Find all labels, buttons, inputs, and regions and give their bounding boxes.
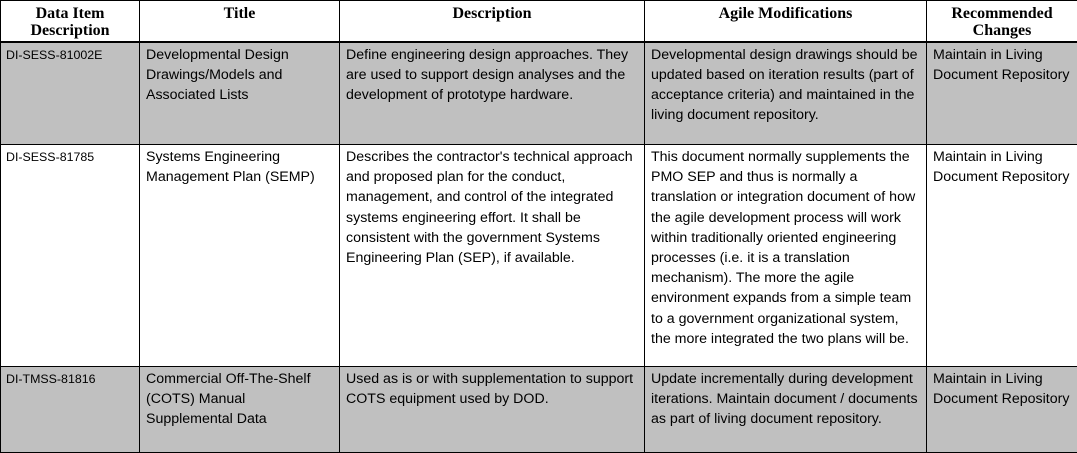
data-item-cell: DI-SESS-81002E xyxy=(1,42,140,145)
header-agile-modifications: Agile Modifications xyxy=(645,1,927,42)
header-data-item-description: Data Item Description xyxy=(1,1,140,42)
recommended-changes-cell: Maintain in Living Document Repository xyxy=(927,42,1077,145)
table-row: DI-SESS-81785 Systems Engineering Manage… xyxy=(1,145,1077,367)
agile-modifications-cell: Update incrementally during development … xyxy=(645,367,927,453)
title-cell: Systems Engineering Management Plan (SEM… xyxy=(140,145,340,367)
description-cell: Used as is or with supplementation to su… xyxy=(340,367,645,453)
description-cell: Describes the contractor's technical app… xyxy=(340,145,645,367)
table-row: DI-TMSS-81816 Commercial Off-The-Shelf (… xyxy=(1,367,1077,453)
header-title: Title xyxy=(140,1,340,42)
title-cell: Commercial Off-The-Shelf (COTS) Manual S… xyxy=(140,367,340,453)
data-item-cell: DI-SESS-81785 xyxy=(1,145,140,367)
recommended-changes-cell: Maintain in Living Document Repository xyxy=(927,145,1077,367)
data-item-cell: DI-TMSS-81816 xyxy=(1,367,140,453)
description-cell: Define engineering design approaches. Th… xyxy=(340,42,645,145)
table-row: DI-SESS-81002E Developmental Design Draw… xyxy=(1,42,1077,145)
header-recommended-changes: Recommended Changes xyxy=(927,1,1077,42)
table-header-row: Data Item Description Title Description … xyxy=(1,1,1077,42)
title-cell: Developmental Design Drawings/Models and… xyxy=(140,42,340,145)
header-description: Description xyxy=(340,1,645,42)
agile-modifications-cell: Developmental design drawings should be … xyxy=(645,42,927,145)
recommended-changes-cell: Maintain in Living Document Repository xyxy=(927,367,1077,453)
agile-modifications-cell: This document normally supplements the P… xyxy=(645,145,927,367)
